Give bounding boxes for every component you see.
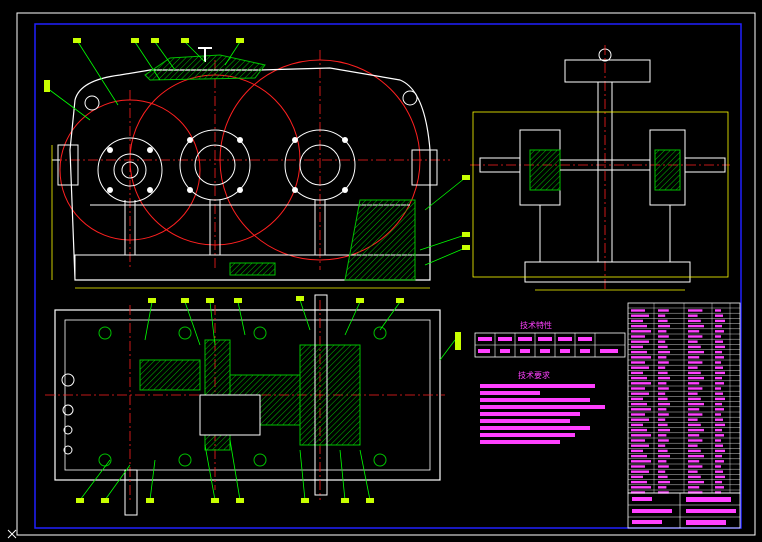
- tech-spec-title: 技术特性: [520, 320, 552, 330]
- title-block: [627, 492, 741, 529]
- top-view: [45, 294, 461, 516]
- parts-list: [627, 302, 741, 494]
- tech-requirements-block: 技术要求: [480, 370, 605, 444]
- tech-requirements-title: 技术要求: [518, 370, 550, 380]
- drawing-frame: [7, 12, 756, 539]
- tech-spec-block: 技术特性: [474, 320, 626, 358]
- side-view: [470, 45, 730, 291]
- front-view: [44, 38, 470, 289]
